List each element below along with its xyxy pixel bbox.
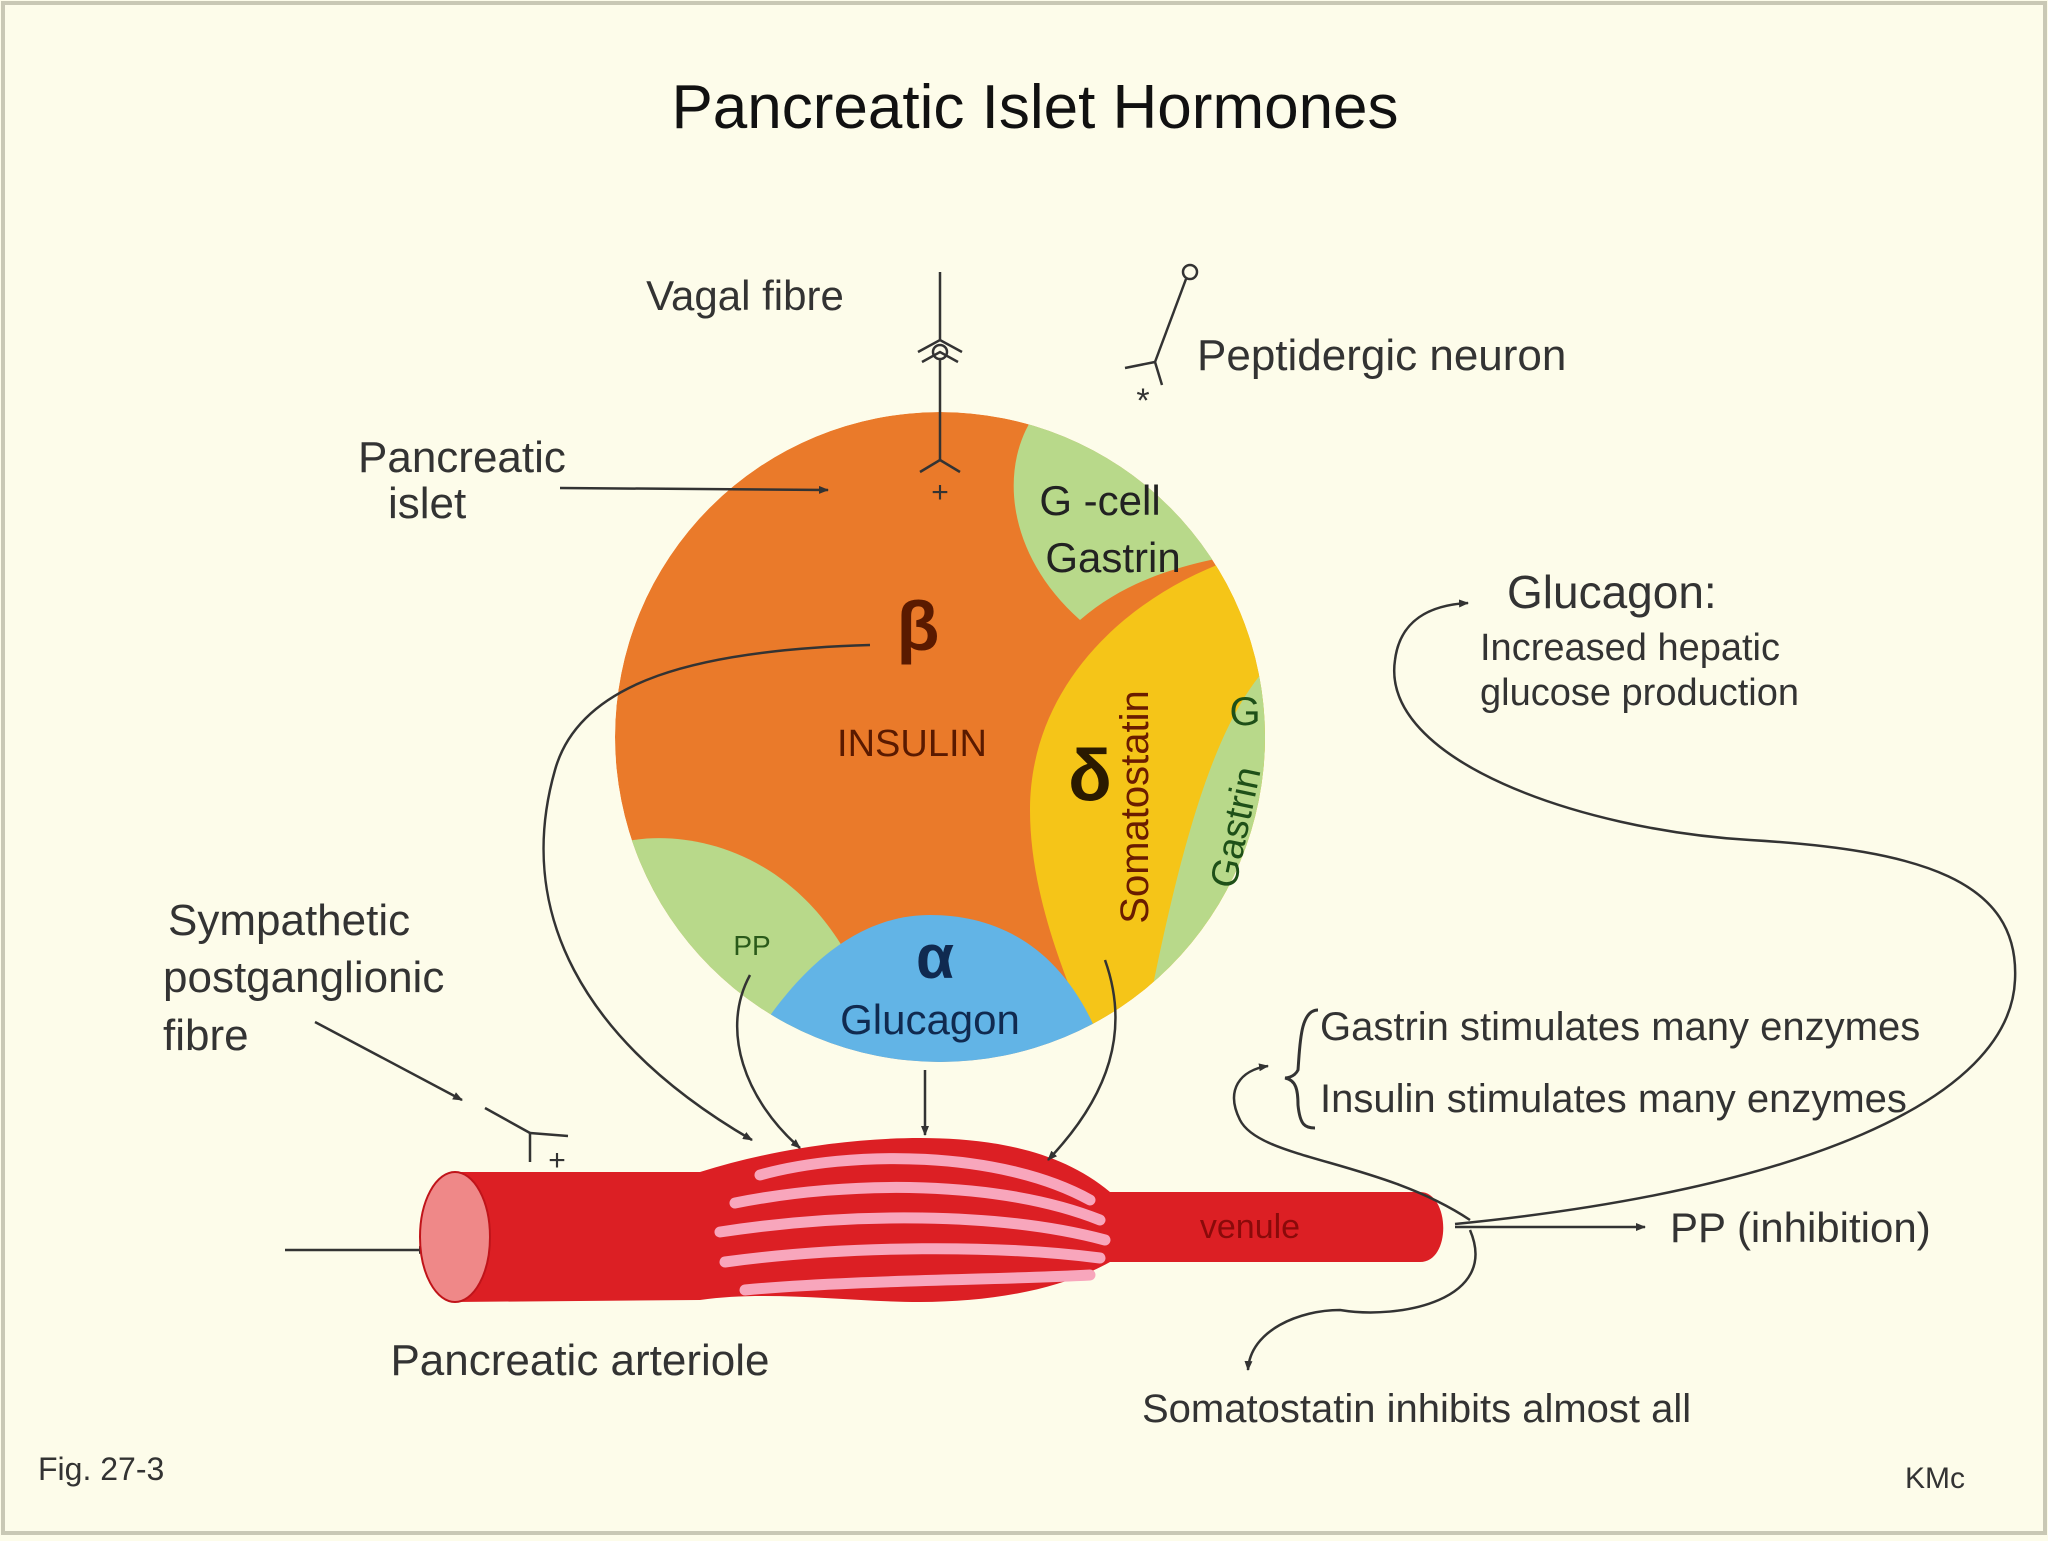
glucagon-label: Glucagon: [840, 996, 1020, 1043]
gastrin-effect-label: Gastrin stimulates many enzymes: [1320, 1005, 1920, 1049]
effects-brace: [1284, 1008, 1319, 1130]
glucagon-effect-heading: Glucagon:: [1507, 566, 1717, 618]
sympathetic-pointer: [314, 1020, 463, 1102]
pp-effect-label: PP (inhibition): [1670, 1204, 1931, 1251]
somatostatin-effect-label: Somatostatin inhibits almost all: [1142, 1387, 1691, 1431]
insulin-gastrin-effect-arrow: [1232, 1063, 1471, 1222]
pancreatic-islet-pointer: [559, 485, 829, 494]
somatostatin-label: Somatostatin: [1113, 690, 1157, 923]
delta-symbol: δ: [1068, 736, 1112, 816]
pp-secretion-arrow: [736, 974, 801, 1149]
glucagon-effect-line1: Increased hepatic: [1480, 627, 1780, 669]
vessel-stripes: [714, 1153, 1111, 1296]
peptidergic-neuron: [1124, 263, 1199, 386]
figure-number: Fig. 27-3: [38, 1451, 164, 1487]
g-cell-label: G -cell: [1039, 477, 1160, 524]
secretion-arrows: [542, 643, 1117, 1161]
insulin-secretion-arrow: [542, 643, 871, 1142]
glucagon-effect-line2: glucose production: [1480, 672, 1799, 714]
peptidergic-star: *: [1136, 382, 1149, 420]
sympathetic-label-line2: postganglionic: [163, 953, 444, 1002]
venule-label: venule: [1200, 1208, 1300, 1246]
glucagon-effect-arrow: [1393, 599, 2017, 1226]
author-initials: KMc: [1905, 1462, 1965, 1495]
alpha-symbol: α: [916, 923, 954, 992]
blood-vessel: [285, 1138, 1444, 1303]
sympathetic-synapse: [484, 1106, 569, 1162]
somatostatin-secretion-arrow: [1047, 959, 1117, 1161]
diagram-title: Pancreatic Islet Hormones: [671, 73, 1398, 142]
g-letter-label: G: [1229, 690, 1260, 734]
arteriole-end: [419, 1171, 491, 1303]
effect-arrows: [1232, 599, 2017, 1371]
vagal-fibre: [917, 272, 963, 474]
sympathetic-plus-sign: +: [548, 1144, 566, 1177]
somatostatin-effect-arrow: [1244, 1229, 1477, 1371]
vagal-plus-sign: +: [931, 476, 949, 509]
pancreatic-arteriole-label: Pancreatic arteriole: [390, 1336, 769, 1385]
pancreatic-islet-label-line1: Pancreatic: [358, 433, 566, 482]
peptidergic-neuron-label: Peptidergic neuron: [1197, 331, 1566, 380]
beta-symbol: β: [897, 587, 940, 665]
insulin-label: INSULIN: [837, 723, 987, 765]
pp-label: PP: [733, 930, 770, 961]
insulin-effect-label: Insulin stimulates many enzymes: [1320, 1077, 1907, 1121]
gastrin-label: Gastrin: [1045, 534, 1180, 581]
sympathetic-label-line3: fibre: [163, 1011, 249, 1060]
pancreatic-islet-label-line2: islet: [388, 479, 466, 528]
vagal-fibre-label: Vagal fibre: [646, 272, 844, 319]
sympathetic-label-line1: Sympathetic: [168, 896, 410, 945]
